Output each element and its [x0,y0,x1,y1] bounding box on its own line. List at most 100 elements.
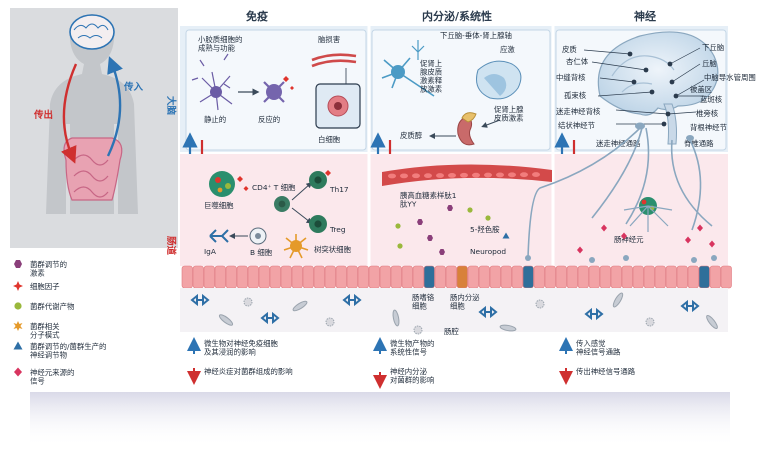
b-cell-label: B 细胞 [250,248,273,257]
intestinal-epithelium [181,265,732,289]
reactive-label: 反应的 [258,115,280,124]
drg-label: 背根神经节 [690,123,727,132]
crh-label: 促肾上腺皮质激素释放激素 [420,59,443,94]
epithelial-cell [203,265,215,289]
epithelial-cell [610,265,622,289]
figure-shadow [30,392,730,447]
rbc-icon [436,173,444,178]
th17-label: Th17 [329,185,349,194]
iga-antibody [209,229,229,243]
rbc-icon [484,172,492,178]
neural-signal-icon [601,224,607,232]
epithelial-cell [236,265,248,289]
rbc-icon [424,173,432,179]
epithelial-cell [324,265,336,289]
neural-signal-molecules [525,224,717,263]
epithelial-cell [555,265,567,289]
rbc-icon [472,172,480,178]
metabolite-icon [485,215,491,221]
bacterium-icon [499,324,517,332]
antibody-icon [680,299,700,313]
legend-star8-icon [13,321,23,331]
microbe-icon [645,317,655,327]
amygdala-label: 杏仁体 [566,57,589,66]
epithelial-cell [181,265,193,289]
legend-star4-icon [13,281,23,291]
nodose-label: 结状神经节 [558,121,595,130]
spinal-path-label: 脊椎通路 [684,139,714,148]
epithelial-cell [368,265,380,289]
legend-item-diamond: 神经元来源的信号 [14,367,74,386]
epithelial-cell [346,265,358,289]
gut-lumen-bg [180,288,728,332]
rbc-icon [508,172,516,178]
lumen-label: 肠腔 [444,327,459,336]
epithelial-cell [478,265,490,289]
metabolite-icon [395,223,401,229]
cd4-t-cell-label: CD4⁺ T 细胞 [252,183,296,192]
endocrine-signal-molecules [395,205,510,255]
epithelial-cell [434,265,446,289]
cortisol-label: 皮质醇 [400,131,423,140]
neuromodulator-icon [502,232,510,239]
epithelial-cell [291,265,303,289]
header-endocrine: 内分泌/系统性 [422,9,492,23]
brain-endocrine-box [371,29,551,151]
brain-endocrine-content: 下丘脑-垂体-肾上腺轴 促肾上腺皮质激素释放激素 应激 促肾上腺皮质激素 皮质醇 [381,31,524,146]
rbc-icon [496,172,504,178]
note-neural-up: 传入感觉神经信号通路 [576,339,621,357]
epithelial-cell [335,265,347,289]
metabolite-icon [397,243,403,249]
gut-immune-content: 巨噬细胞 CD4⁺ T 细胞 Th17 Treg B 细胞 IgA [204,170,352,259]
brain-neural-content: 皮质 杏仁体 中缝背核 孤束核 下丘脑 丘脑 中脑导水管周围 被盖区 蓝斑核 迷… [556,31,756,148]
afferent-arrow [106,56,123,157]
legend-item-hexagon: 菌群调节的激素 [14,260,67,278]
paravertebral-label: 椎旁核 [696,109,719,118]
bacterium-icon [706,314,718,330]
epithelial-cell [423,265,435,289]
body-panel: 传出 传入 [10,8,178,248]
epithelial-cell [379,265,391,289]
legend-hexagon-icon [14,260,22,268]
dendritic-label: 树突状细胞 [314,245,352,254]
legend-diamond-icon [14,367,22,377]
gut-neural-content: 肠神经元 [525,197,717,263]
epithelial-cell [225,265,237,289]
hypothalamic-neuron [381,40,435,97]
microbe-icon [535,299,545,309]
neural-signal-icon [697,224,703,232]
resting-microglia [191,53,233,111]
cortex-label: 皮质 [562,45,577,54]
epithelial-cell [665,265,677,289]
acth-label: 促肾上腺皮质激素 [494,105,524,123]
pag-label: 中脑导水管周围 [704,73,756,82]
afferent-label: 传入 [123,81,144,93]
epithelial-cell [599,265,611,289]
dendritic-cell [283,234,309,259]
epithelial-cell [258,265,270,289]
stress-label: 应激 [500,45,515,54]
header-neural: 神经 [634,9,656,23]
nerve-ending-icon [623,255,629,261]
bbb-label: 脑损害 [318,35,340,44]
epithelial-cell [676,265,688,289]
epithelial-cell [698,265,710,289]
reactive-microglia [263,76,294,103]
rbc-icon [412,173,420,179]
epithelial-cell [621,265,633,289]
red-blood-cells [388,172,540,179]
bacterium-icon [392,309,400,327]
epithelial-cell [456,265,468,289]
legend-circle-icon [14,302,22,310]
body-brain-icon [69,14,115,50]
header-immune: 免疫 [246,9,268,23]
raphe-label: 中缝背核 [556,73,586,82]
note-endocrine-up: 微生物产物的系统性信号 [390,339,434,357]
rbc-icon [388,173,396,179]
cd4-t-cell [274,196,290,212]
nerve-ending-icon [691,257,697,263]
note-neural-down: 传出神经信号通路 [576,367,636,376]
epithelial-cell [577,265,589,289]
b-cell [249,227,267,245]
epithelial-cell [500,265,512,289]
